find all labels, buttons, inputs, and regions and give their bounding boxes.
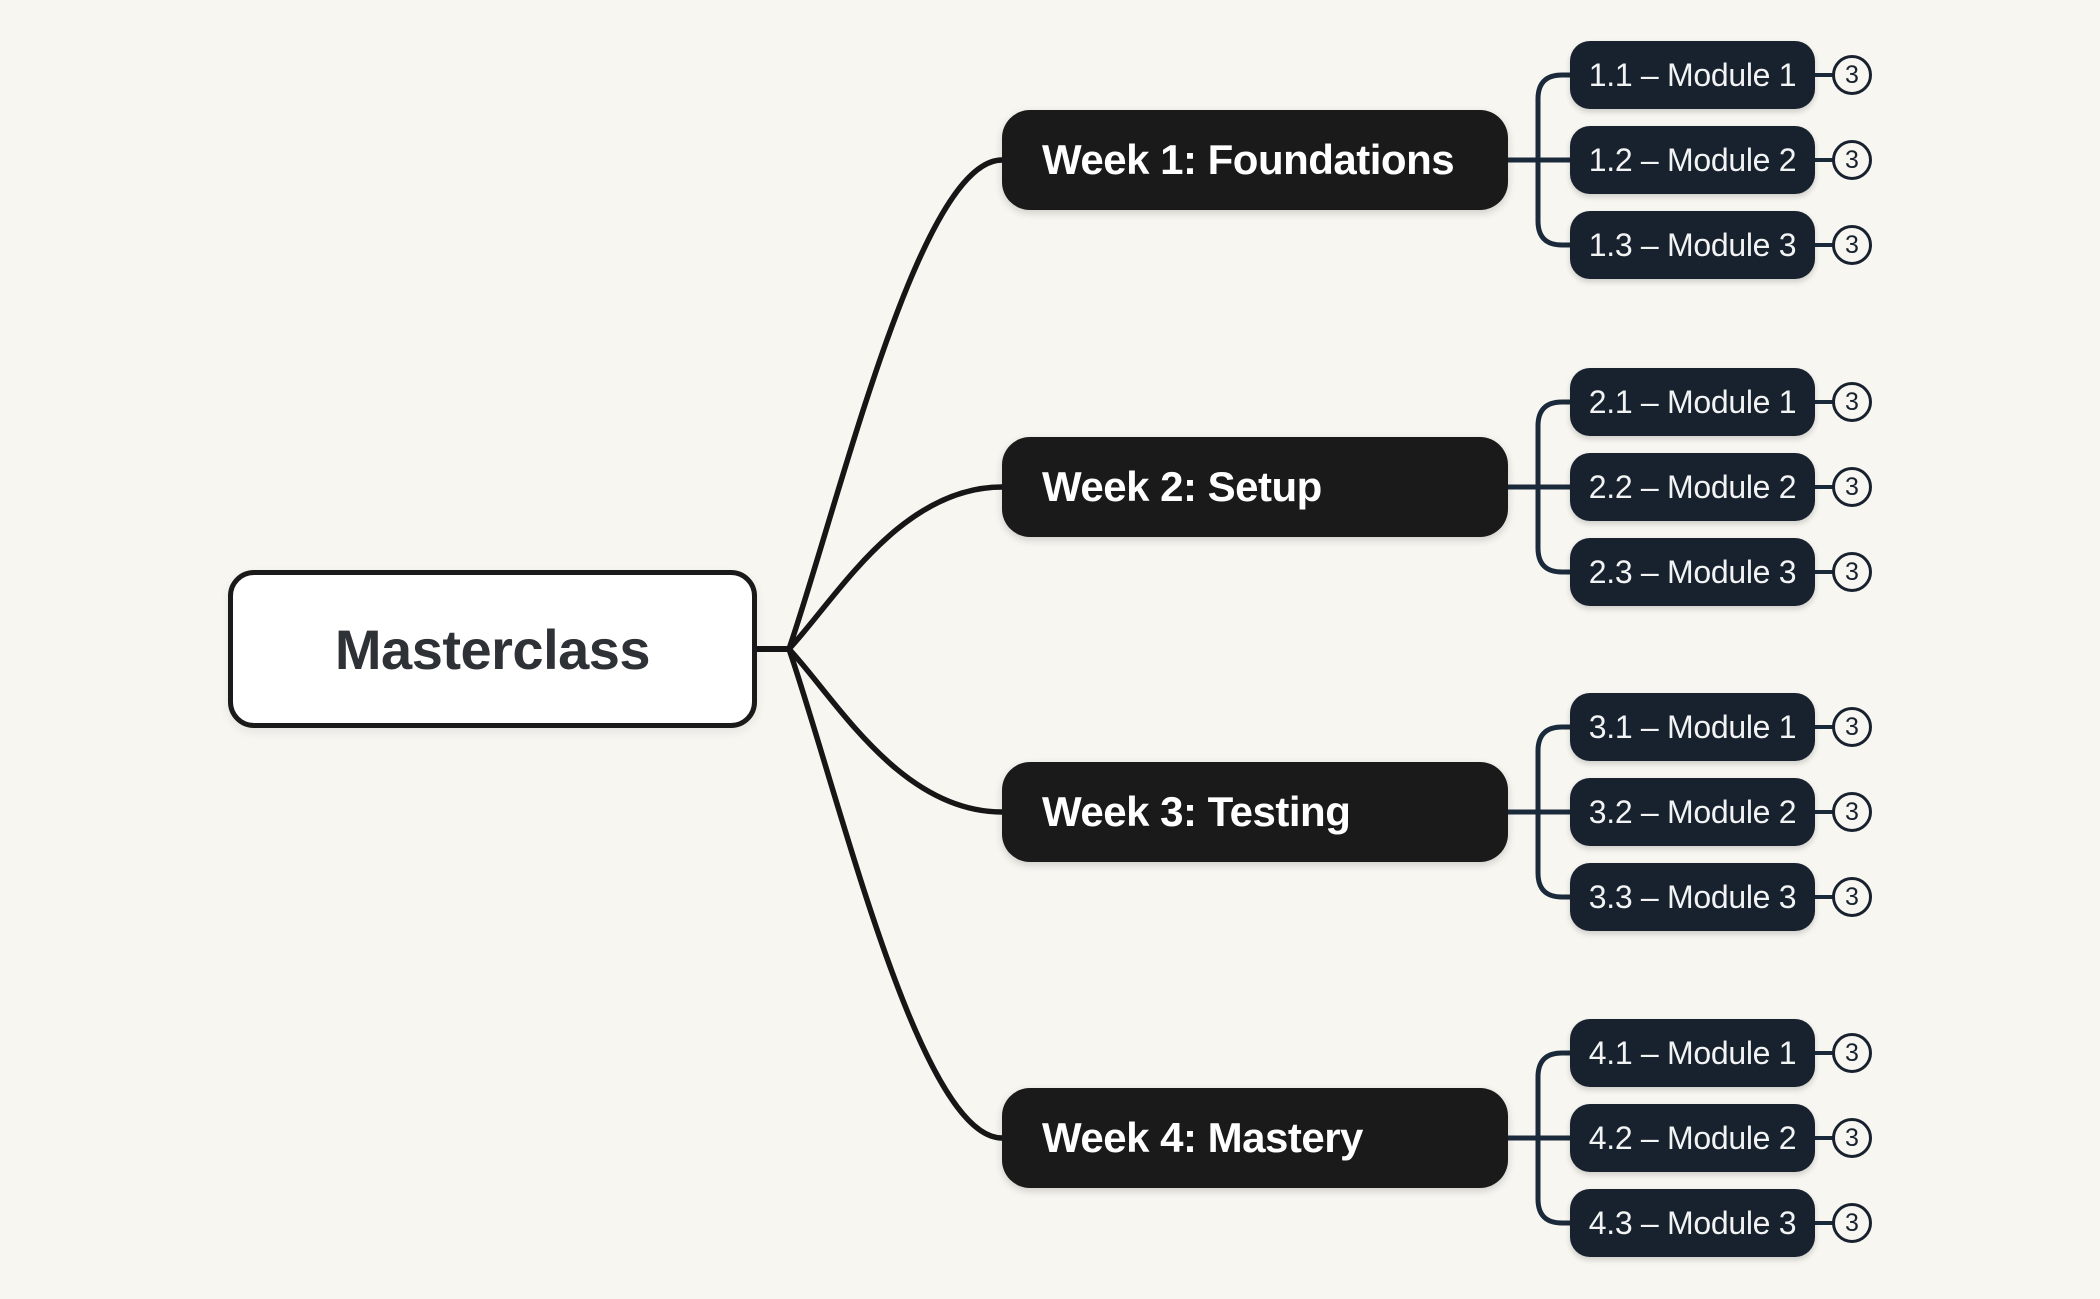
root-week-connectors <box>754 157 1005 1141</box>
module-node-2-3[interactable]: 2.3 – Module 3 <box>1570 538 1815 606</box>
module-count-badge-3-3[interactable]: 3 <box>1832 877 1872 917</box>
module-count-badge-2-2[interactable]: 3 <box>1832 467 1872 507</box>
week-node-1[interactable]: Week 1: Foundations <box>1002 110 1508 210</box>
module-count-badge-4-2[interactable]: 3 <box>1832 1118 1872 1158</box>
module-count-badge-4-3[interactable]: 3 <box>1832 1203 1872 1243</box>
connector-root-week1 <box>786 157 1005 652</box>
module-node-1-3[interactable]: 1.3 – Module 3 <box>1570 211 1815 279</box>
week-node-2[interactable]: Week 2: Setup <box>1002 437 1508 537</box>
module-count-badge-4-1[interactable]: 3 <box>1832 1033 1872 1073</box>
connector-root-week4 <box>786 646 1005 1141</box>
module-node-3-1[interactable]: 3.1 – Module 1 <box>1570 693 1815 761</box>
connector-week3-branch <box>1535 724 1570 900</box>
week-node-3[interactable]: Week 3: Testing <box>1002 762 1508 862</box>
module-node-3-3[interactable]: 3.3 – Module 3 <box>1570 863 1815 931</box>
module-node-4-3[interactable]: 4.3 – Module 3 <box>1570 1189 1815 1257</box>
module-node-4-1[interactable]: 4.1 – Module 1 <box>1570 1019 1815 1087</box>
module-node-1-2[interactable]: 1.2 – Module 2 <box>1570 126 1815 194</box>
module-count-badge-3-1[interactable]: 3 <box>1832 707 1872 747</box>
root-node[interactable]: Masterclass <box>228 570 757 728</box>
connector-week1-branch <box>1535 72 1570 248</box>
week-node-4[interactable]: Week 4: Mastery <box>1002 1088 1508 1188</box>
module-node-2-2[interactable]: 2.2 – Module 2 <box>1570 453 1815 521</box>
connector-root-week3 <box>786 646 1005 815</box>
module-count-badge-1-1[interactable]: 3 <box>1832 55 1872 95</box>
connector-week2-branch <box>1535 399 1570 575</box>
week-module-connectors <box>1508 72 1570 1226</box>
module-count-badge-1-3[interactable]: 3 <box>1832 225 1872 265</box>
module-node-3-2[interactable]: 3.2 – Module 2 <box>1570 778 1815 846</box>
connector-root-week2 <box>786 484 1005 652</box>
module-node-1-1[interactable]: 1.1 – Module 1 <box>1570 41 1815 109</box>
module-count-badge-3-2[interactable]: 3 <box>1832 792 1872 832</box>
module-node-2-1[interactable]: 2.1 – Module 1 <box>1570 368 1815 436</box>
module-count-badge-1-2[interactable]: 3 <box>1832 140 1872 180</box>
connector-week4-branch <box>1535 1050 1570 1226</box>
badge-connectors <box>1815 73 1834 1225</box>
module-count-badge-2-1[interactable]: 3 <box>1832 382 1872 422</box>
module-node-4-2[interactable]: 4.2 – Module 2 <box>1570 1104 1815 1172</box>
module-count-badge-2-3[interactable]: 3 <box>1832 552 1872 592</box>
